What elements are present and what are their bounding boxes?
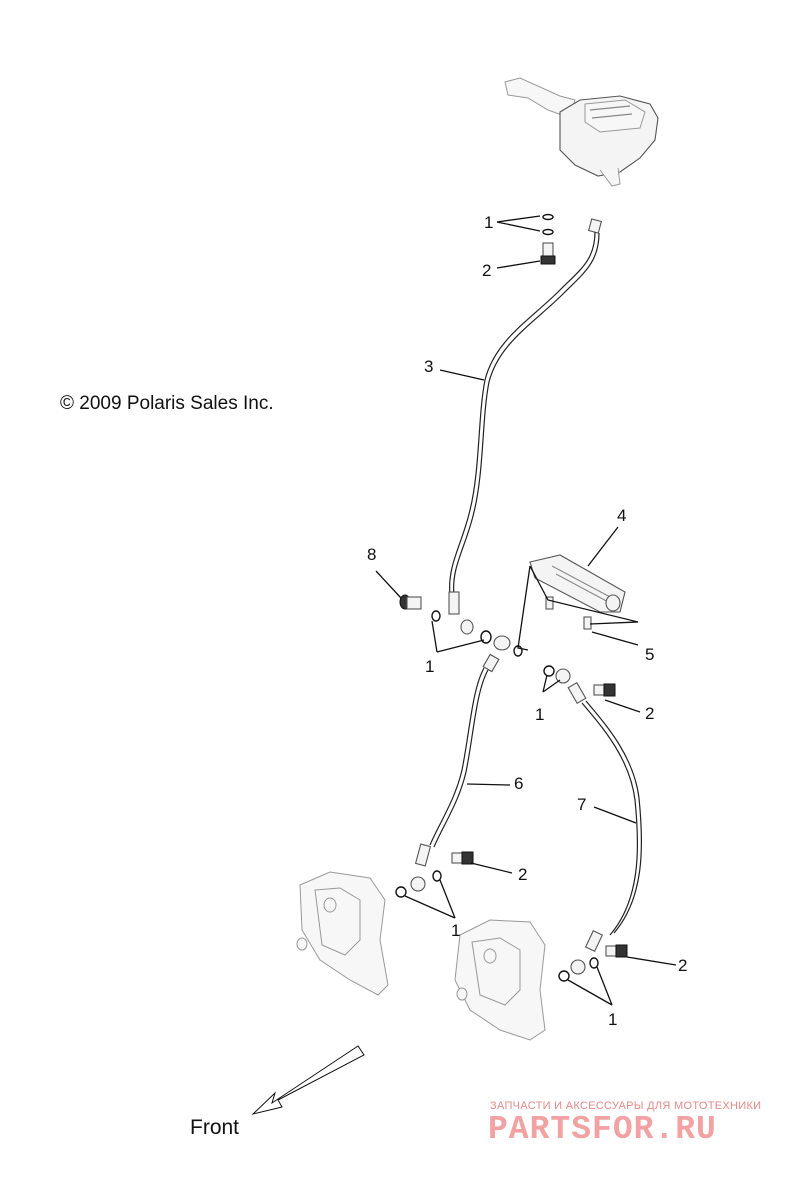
callout-2-top: 2 (482, 261, 492, 280)
master-cylinder-assembly (504, 77, 659, 187)
brake-hose-3 (448, 218, 603, 635)
brake-hose-7 (543, 665, 643, 975)
crush-washer-top-1 (542, 213, 554, 221)
callout-1-top: 1 (484, 213, 494, 232)
callout-1-lower-left: 1 (451, 921, 461, 940)
banjo-bolt-top (542, 242, 554, 258)
callout-5: 5 (645, 645, 655, 664)
callout-1-left-mid: 1 (425, 657, 435, 676)
callout-8: 8 (367, 545, 377, 564)
junction-washers (480, 630, 523, 657)
callout-3: 3 (424, 357, 434, 376)
copyright-notice: © 2009 Polaris Sales Inc. (60, 393, 274, 414)
distribution-block-4 (529, 554, 626, 630)
callout-2-lower-right: 2 (678, 956, 688, 975)
callout-4: 4 (617, 506, 627, 525)
leader-lines (375, 215, 677, 1006)
banjo-bolts-2 (395, 683, 628, 982)
callout-6: 6 (514, 774, 524, 793)
callout-1-right-mid: 1 (535, 705, 545, 724)
callout-7: 7 (577, 795, 587, 814)
callout-2-lower-left: 2 (518, 865, 528, 884)
brake-caliper-right (454, 919, 546, 1041)
callout-1-lower-right: 1 (608, 1010, 618, 1029)
front-label: Front (190, 1116, 240, 1139)
watermark-tagline: ЗАПЧАСТИ И АКСЕССУАРЫ ДЛЯ МОТОТЕХНИКИ (490, 1100, 762, 1112)
brake-hose-6 (410, 653, 500, 892)
watermark-logo: PARTSFOR.RU (488, 1111, 717, 1148)
banjo-bolt-8 (399, 594, 441, 622)
front-direction-arrow (251, 1045, 365, 1115)
top-fittings (540, 213, 556, 265)
callout-2-right-mid: 2 (645, 704, 655, 723)
brake-caliper-left (296, 871, 389, 996)
crush-washer-top-2 (542, 228, 554, 236)
